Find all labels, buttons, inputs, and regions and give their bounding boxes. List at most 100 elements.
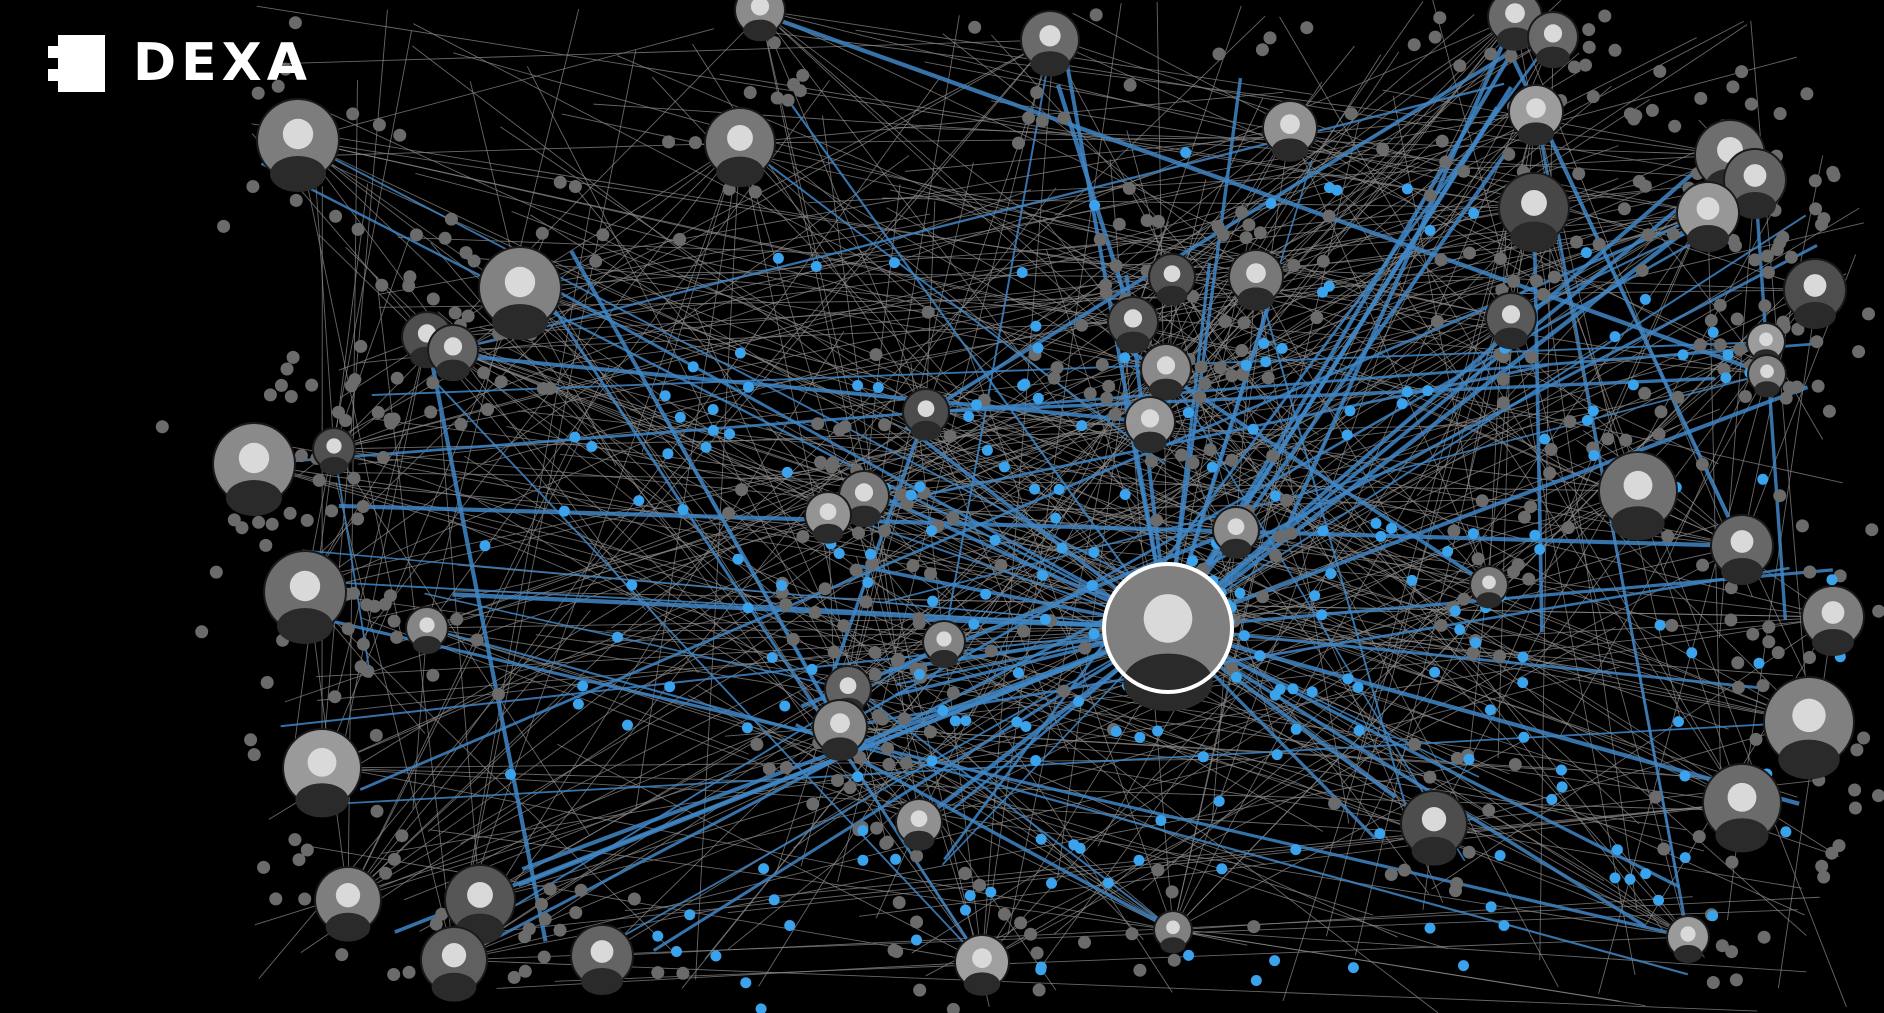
person-avatar-icon [1030, 946, 1044, 960]
person-avatar-icon [831, 774, 844, 787]
person-avatar-icon [538, 912, 552, 926]
person-photo-icon [1666, 915, 1710, 963]
person-photo-icon [1020, 10, 1080, 77]
person-avatar-icon [1544, 443, 1558, 456]
person-avatar-icon [808, 605, 822, 619]
person-avatar-icon [426, 292, 440, 306]
person-avatar-icon [589, 254, 603, 268]
person-avatar-icon [553, 923, 567, 937]
person-avatar-icon [1109, 259, 1123, 273]
person-avatar-icon [252, 515, 266, 529]
person-avatar-icon [402, 965, 416, 979]
person-avatar-icon [1582, 23, 1596, 37]
person-avatar-icon [1482, 803, 1496, 817]
person-avatar-icon [1671, 390, 1685, 404]
person-avatar-icon [1284, 526, 1298, 540]
person-avatar-icon [1035, 114, 1049, 128]
person-avatar-icon [1203, 443, 1217, 457]
person-avatar-icon [1423, 770, 1437, 784]
person-avatar-icon [825, 460, 839, 474]
person-avatar-icon [1253, 226, 1267, 240]
person-avatar-icon [1692, 830, 1706, 844]
person-avatar-icon [1570, 235, 1583, 249]
person-avatar-icon [274, 378, 288, 392]
person-avatar-icon [878, 524, 892, 538]
person-avatar-icon [868, 668, 882, 682]
person-photo-icon [282, 728, 362, 818]
person-photo-icon [1508, 84, 1564, 146]
person-avatar-icon [450, 612, 464, 626]
person-avatar-icon [1175, 448, 1188, 462]
person-photo-icon [1262, 100, 1318, 162]
person-photo-icon [704, 107, 776, 188]
person-avatar-icon [435, 907, 449, 921]
person-avatar-icon [1791, 322, 1805, 336]
person-avatar-icon [387, 614, 401, 628]
person-avatar-icon [876, 712, 889, 726]
person-avatar-icon [217, 219, 231, 233]
person-avatar-icon [1496, 396, 1510, 410]
person-avatar-icon [356, 637, 370, 651]
person-avatar-icon [1247, 920, 1261, 934]
person-avatar-icon [1848, 783, 1862, 797]
person-avatar-icon [1186, 456, 1200, 470]
person-avatar-icon [906, 559, 920, 573]
person-avatar-icon [246, 180, 260, 193]
person-photo-icon [1498, 172, 1570, 253]
person-avatar-icon [1496, 350, 1510, 364]
person-avatar-icon [1619, 433, 1633, 447]
person-avatar-icon [924, 567, 937, 581]
person-avatar-icon [1316, 254, 1330, 268]
person-avatar-icon [155, 420, 169, 434]
person-avatar-icon [1057, 684, 1071, 698]
person-avatar-icon [868, 646, 882, 659]
person-avatar-icon [387, 412, 401, 426]
person-avatar-icon [853, 750, 867, 764]
person-photo-icon [1400, 790, 1468, 866]
person-avatar-icon [1447, 524, 1461, 538]
person-avatar-icon [344, 379, 358, 393]
person-avatar-icon [1543, 466, 1557, 480]
person-avatar-icon [899, 756, 913, 770]
person-avatar-icon [1089, 8, 1103, 22]
person-avatar-icon [1865, 523, 1879, 537]
person-avatar-icon [1108, 407, 1122, 421]
person-avatar-icon [1078, 641, 1092, 655]
person-avatar-icon [837, 619, 851, 633]
person-avatar-icon [328, 690, 342, 704]
person-avatar-icon [1430, 315, 1444, 328]
person-avatar-icon [1235, 344, 1249, 357]
person-avatar-icon [429, 917, 443, 931]
person-avatar-icon [1822, 404, 1836, 418]
person-avatar-icon [627, 892, 641, 906]
person-photo-icon [427, 324, 479, 382]
person-avatar-icon [849, 563, 863, 577]
person-avatar-icon [1815, 859, 1829, 873]
person-avatar-icon [1269, 549, 1283, 563]
person-avatar-icon [806, 797, 820, 811]
person-avatar-icon [818, 582, 832, 596]
person-avatar-icon [1706, 976, 1720, 989]
person-avatar-icon [438, 231, 452, 245]
person-avatar-icon [1617, 202, 1631, 216]
person-avatar-icon [390, 371, 404, 385]
person-avatar-icon [1563, 415, 1577, 429]
person-avatar-icon [371, 406, 385, 419]
person-avatar-icon [1225, 661, 1239, 675]
person-avatar-icon [1771, 646, 1785, 660]
person-avatar-icon [779, 598, 793, 612]
person-photo-icon [895, 798, 943, 851]
person-avatar-icon [786, 632, 800, 646]
person-avatar-icon [1433, 11, 1447, 25]
brand-logo[interactable]: DEXA [48, 34, 312, 92]
person-avatar-icon [1696, 558, 1710, 572]
person-avatar-icon [356, 500, 370, 513]
person-avatar-icon [387, 968, 401, 981]
person-avatar-icon [1151, 214, 1165, 228]
person-avatar-icon [1083, 387, 1097, 400]
person-photo-icon [1469, 565, 1509, 609]
person-avatar-icon [1547, 270, 1561, 284]
person-avatar-icon [300, 513, 314, 527]
person-avatar-icon [1057, 111, 1071, 125]
